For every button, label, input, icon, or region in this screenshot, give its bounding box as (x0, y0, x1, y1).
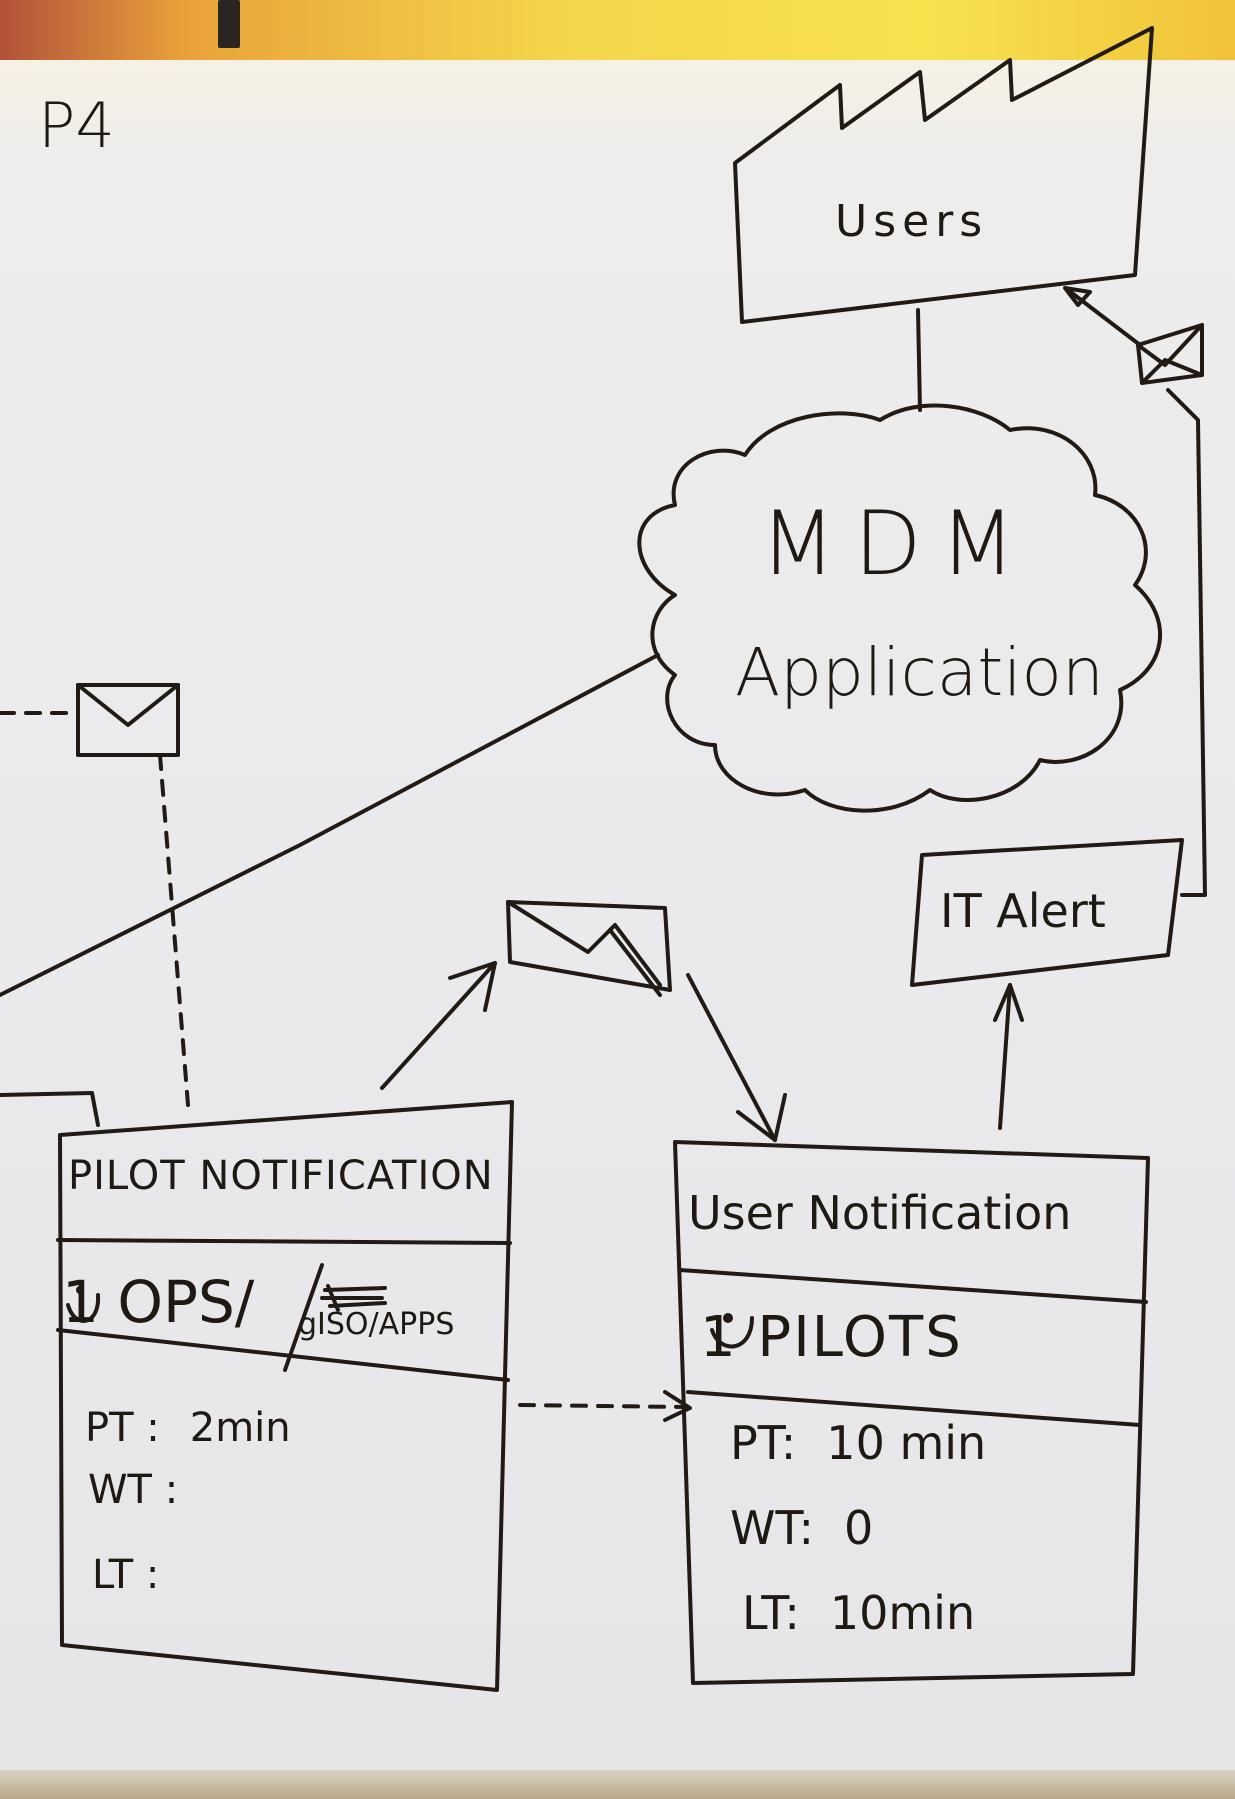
page-label: P4 (38, 89, 115, 162)
pilot-notification-team: gISO/APPS (298, 1307, 455, 1342)
pilot-metric-pt: PT : 2min (85, 1408, 291, 1448)
it-alert-label: IT Alert (940, 884, 1106, 938)
metric-label: WT: (730, 1501, 815, 1555)
metric-value: 10 min (826, 1416, 987, 1470)
arrow-icon (993, 983, 1024, 1130)
user-metric-wt: WT:0 (730, 1505, 873, 1551)
metric-label: WT : (88, 1467, 179, 1513)
envelope-icon (76, 683, 180, 757)
metric-value: 2min (189, 1405, 291, 1451)
user-notification-role: 1 PILOTS (700, 1305, 963, 1370)
dashed-connector-down (158, 753, 190, 1107)
it-alert-box (910, 838, 1184, 987)
pilot-notification-role: 1 OPS/ (62, 1268, 255, 1336)
arrow-icon (380, 961, 497, 1090)
arrow-icon (1063, 286, 1142, 347)
user-metric-lt: LT:10min (742, 1590, 975, 1636)
pilot-notification-box (56, 1100, 514, 1692)
user-metric-pt: PT:10 min (730, 1420, 986, 1466)
binder-clip (218, 0, 240, 48)
metric-label: LT: (742, 1586, 800, 1640)
scribbled-out-text (320, 1284, 387, 1312)
smiley-icon (710, 1313, 754, 1349)
users-label: Users (835, 196, 989, 247)
alert-return-line (1166, 388, 1207, 897)
pilot-metric-wt: WT : (88, 1470, 208, 1510)
pilot-notification-title: PILOT NOTIFICATION (68, 1153, 494, 1199)
envelope-icon (506, 900, 672, 997)
metric-label: PT: (730, 1416, 797, 1470)
user-notification-box (673, 1140, 1150, 1685)
pilot-metric-lt: LT : (92, 1555, 189, 1595)
arrow-icon (686, 973, 787, 1142)
mdm-title: MDM (760, 492, 1034, 595)
partial-box-left (0, 1091, 100, 1127)
cloud-icon (637, 403, 1162, 813)
envelope-icon (1136, 323, 1204, 385)
arrow-icon (518, 1390, 692, 1422)
metric-label: PT : (85, 1405, 160, 1451)
metric-value: 10min (829, 1586, 976, 1640)
factory-icon (733, 26, 1154, 324)
paper-bottom-edge (0, 1770, 1235, 1799)
mdm-connector-line (0, 653, 660, 997)
user-notification-title: User Notification (688, 1186, 1072, 1240)
metric-label: LT : (92, 1552, 160, 1598)
users-mdm-connector (916, 308, 922, 412)
paper-top-edge (0, 0, 1235, 60)
smiley-icon (66, 1286, 101, 1323)
metric-value: 0 (844, 1501, 874, 1555)
mdm-subtitle: Application (735, 634, 1104, 711)
